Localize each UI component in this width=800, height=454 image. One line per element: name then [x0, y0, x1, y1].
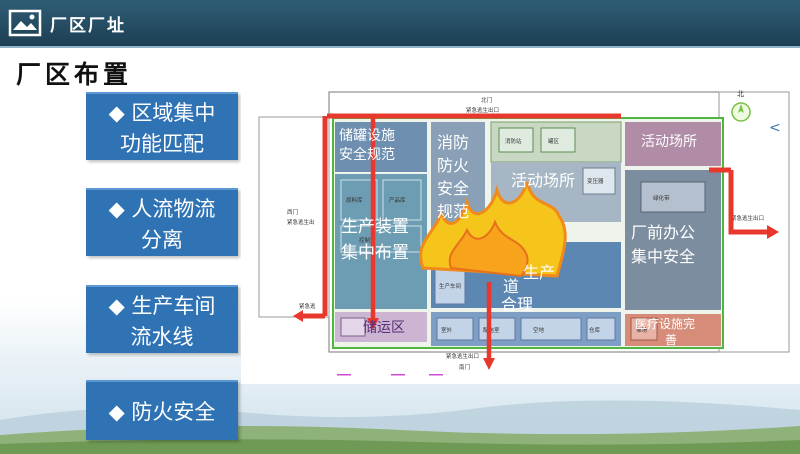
building-label: 原料库	[346, 196, 363, 204]
zone-production-label: 集中布置	[341, 243, 409, 263]
building-label: 变压器	[587, 177, 604, 185]
header-bar: 厂区厂址	[0, 0, 800, 48]
zone-road-label: 合理	[501, 295, 533, 314]
building-label: 绿化带	[653, 194, 670, 202]
west-emergency-label: 紧急逃生出	[287, 218, 315, 226]
zone-medical-label: 善	[665, 332, 677, 347]
zone-production-label: 生产装置	[341, 217, 409, 237]
gate-north-label: 北门	[481, 96, 492, 104]
zone-tank-label: 安全规范	[339, 146, 395, 163]
flame-icon	[419, 181, 567, 278]
zone-medical-label: 医疗设施完	[635, 316, 695, 331]
zone-road-label: 道	[503, 277, 519, 296]
zone-fire-label: 规范	[437, 202, 469, 221]
building-label: 产品库	[389, 196, 406, 204]
building-label: 配电室	[483, 326, 500, 334]
bullet-line: ◆ 生产车间	[108, 294, 216, 318]
bullet-line: 功能匹配	[120, 132, 204, 156]
zone-tank-label: 储罐设施	[339, 128, 395, 144]
site-plan-map: 北门 紧急逃生出口 西门 紧急逃生出 紧急逃生出口 紧急逃生出口 南门 紧急逃 …	[241, 82, 800, 384]
west-boundary	[258, 116, 330, 318]
building-label: 消防站	[505, 137, 522, 145]
zone-road-label: 生产	[523, 263, 555, 282]
zone-tank	[335, 122, 427, 172]
south-exit-label: 紧急逃生出口	[446, 352, 479, 360]
presentation-landscape-icon	[8, 9, 42, 37]
building-label: 仓库	[589, 326, 601, 334]
building-label: 堆场	[636, 326, 648, 334]
building-label: 室外	[441, 326, 453, 334]
zone-office-label: 集中安全	[631, 247, 695, 266]
zone-office-label: 厂前办公	[631, 223, 695, 242]
zone-activity-mid-label: 活动场所	[511, 171, 575, 190]
bullet-fire-safety: ◆ 防火安全	[86, 380, 238, 440]
compass-icon: 北	[731, 90, 751, 122]
bullet-production-line: ◆ 生产车间 流水线	[86, 285, 238, 353]
header-title: 厂区厂址	[50, 16, 126, 36]
bullet-line: ◆ 人流物流	[108, 197, 216, 221]
zone-storage-label: 储运区	[363, 320, 405, 336]
bullet-line: 分离	[141, 228, 183, 252]
gate-west-label: 西门	[287, 208, 298, 216]
bullet-line: ◆ 区域集中	[108, 101, 216, 125]
gate-south-label: 南门	[459, 363, 470, 371]
section-title: 厂区布置	[16, 60, 133, 89]
north-exit-note: 紧急逃生出口	[466, 106, 499, 114]
bullet-line: ◆ 防火安全	[108, 400, 216, 424]
zone-fire-label: 消防	[437, 133, 469, 152]
zone-activity-right-label: 活动场所	[641, 134, 697, 150]
building-label: 控制室	[359, 236, 376, 244]
building-label: 空地	[533, 326, 545, 334]
bullet-function-zoning: ◆ 区域集中 功能匹配	[86, 92, 238, 160]
building-label: 罐区	[548, 137, 560, 145]
zone-production	[335, 174, 427, 309]
southwest-label: 紧急逃	[299, 302, 316, 310]
zone-fire-label: 防火	[437, 156, 469, 175]
chevron-left-icon: <	[769, 120, 781, 136]
bullet-line: 流水线	[130, 325, 194, 349]
building-label: 生产车间	[439, 282, 461, 290]
zone-fire-label: 安全	[437, 179, 469, 198]
bullet-flow-separation: ◆ 人流物流 分离	[86, 188, 238, 256]
east-exit-label: 紧急逃生出口	[731, 214, 764, 222]
compass-label: 北	[737, 90, 744, 98]
zone-activity-right	[625, 122, 721, 166]
flow-arrows	[293, 113, 779, 370]
